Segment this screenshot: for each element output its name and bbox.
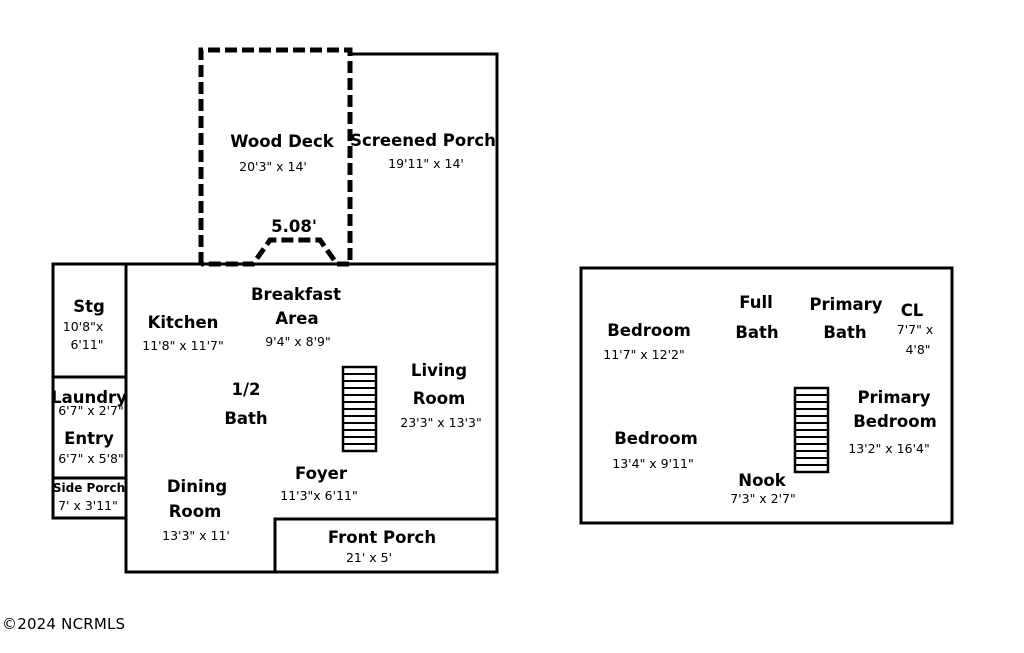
living-room-label-line2: Room	[412, 388, 466, 408]
entry-label: Entry	[64, 428, 114, 448]
half-bath-label-line2: Bath	[224, 408, 268, 428]
primary-bedroom-dimensions: 13'2" x 16'4"	[848, 440, 930, 456]
full-bath-label-line2: Bath	[735, 322, 779, 342]
laundry-dimensions: 6'7" x 2'7"	[58, 402, 124, 418]
full-bath-label-line1: Full	[739, 292, 773, 312]
breakfast-area-label-line1: Breakfast	[250, 284, 342, 304]
side-porch-dimensions: 7' x 3'11"	[58, 497, 118, 513]
front-porch-outline	[273, 517, 499, 574]
copyright-notice: ©2024 NCRMLS	[2, 615, 126, 633]
storage-dimensions-line2: 6'11"	[70, 336, 104, 352]
half-bath-label-line1: 1/2	[231, 379, 261, 399]
breakfast-area-label-line2: Area	[275, 308, 319, 328]
breakfast-area-dimensions: 9'4" x 8'9"	[265, 333, 331, 349]
storage-dimensions-line1: 10'8"x	[62, 318, 104, 334]
wood-deck-outline	[198, 47, 353, 267]
bedroom-1-dimensions: 11'7" x 12'2"	[603, 346, 685, 362]
storage-outline	[51, 262, 128, 379]
foyer-dimensions: 11'3"x 6'11"	[280, 487, 358, 503]
primary-bedroom-label-line2: Bedroom	[853, 411, 937, 431]
closet-dimensions-line2: 4'8"	[905, 341, 931, 357]
bedroom-1-label: Bedroom	[607, 320, 691, 340]
storage-label: Stg	[73, 296, 105, 316]
front-porch-dimensions: 21' x 5'	[345, 549, 393, 565]
deck-bump-width: 5.08'	[271, 216, 317, 236]
dining-room-label-line1: Dining	[166, 476, 228, 496]
front-porch-label: Front Porch	[327, 527, 437, 547]
nook-label: Nook	[738, 470, 786, 490]
kitchen-dimensions: 11'8" x 11'7"	[142, 337, 224, 353]
living-room-label-line1: Living	[410, 360, 468, 380]
side-porch-outline	[51, 476, 128, 520]
nook-dimensions: 7'3" x 2'7"	[730, 490, 796, 506]
kitchen-label: Kitchen	[147, 312, 219, 332]
dining-room-label-line2: Room	[168, 501, 222, 521]
upper-stairs	[793, 386, 830, 474]
primary-bath-label-line1: Primary	[809, 294, 883, 314]
bedroom-2-label: Bedroom	[614, 428, 698, 448]
wood-deck-dimensions: 20'3" x 14'	[239, 158, 307, 174]
side-porch-label: Side Porch	[52, 481, 126, 495]
living-room-dimensions: 23'3" x 13'3"	[400, 414, 482, 430]
main-stairs	[341, 365, 378, 453]
closet-label: CL	[900, 300, 924, 320]
laundry-label: Laundry	[51, 387, 127, 407]
primary-bath-label-line2: Bath	[823, 322, 867, 342]
entry-dimensions: 6'7" x 5'8"	[58, 450, 124, 466]
screened-porch-dimensions: 19'11" x 14'	[388, 155, 464, 171]
wood-deck-label: Wood Deck	[230, 131, 334, 151]
bedroom-2-dimensions: 13'4" x 9'11"	[612, 455, 694, 471]
screened-porch-outline	[350, 52, 499, 264]
closet-dimensions-line1: 7'7" x	[896, 321, 934, 337]
upper-floor-outline	[579, 266, 954, 525]
primary-bedroom-label-line1: Primary	[857, 387, 931, 407]
screened-porch-label: Screened Porch	[350, 130, 496, 150]
dining-room-dimensions: 13'3" x 11'	[162, 527, 230, 543]
foyer-label: Foyer	[294, 463, 348, 483]
